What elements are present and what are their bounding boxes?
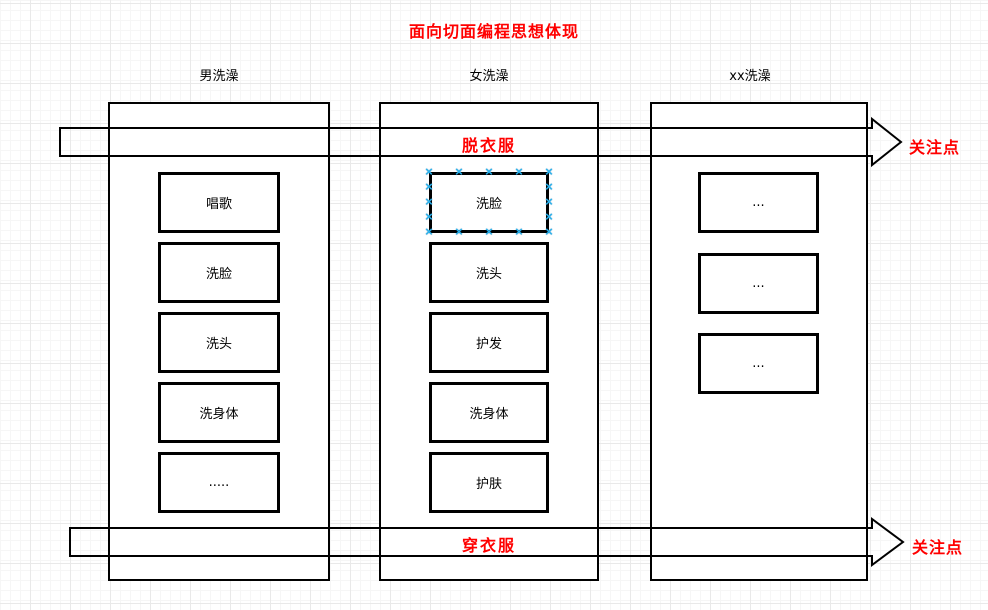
page-title: 面向切面编程思想体现 bbox=[408, 22, 579, 41]
selection-handle[interactable]: × bbox=[424, 180, 434, 193]
selection-handle[interactable]: × bbox=[544, 180, 554, 193]
selection-handle[interactable]: × bbox=[544, 210, 554, 223]
step-box[interactable]: 洗身体 bbox=[429, 382, 549, 443]
selection-handle[interactable]: × bbox=[544, 195, 554, 208]
step-box[interactable]: ..... bbox=[158, 452, 280, 513]
selection-handle[interactable]: × bbox=[454, 225, 464, 238]
selection-handle[interactable]: × bbox=[544, 225, 554, 238]
step-box[interactable]: 洗身体 bbox=[158, 382, 280, 443]
selection-handle[interactable]: × bbox=[424, 225, 434, 238]
bottom-concern-label[interactable]: 关注点 bbox=[912, 538, 964, 557]
top-arrow-label[interactable]: 脱衣服 bbox=[461, 136, 516, 155]
selection-handle[interactable]: × bbox=[544, 165, 554, 178]
step-box[interactable]: 唱歌 bbox=[158, 172, 280, 233]
column-header-women: 女洗澡 bbox=[469, 69, 509, 84]
selection-handle[interactable]: × bbox=[454, 165, 464, 178]
step-box[interactable]: 护发 bbox=[429, 312, 549, 373]
step-box-selected[interactable]: 洗脸 bbox=[429, 172, 549, 233]
top-concern-label[interactable]: 关注点 bbox=[909, 138, 961, 157]
selection-handle[interactable]: × bbox=[514, 165, 524, 178]
column-header-men: 男洗澡 bbox=[199, 69, 239, 84]
selection-handle[interactable]: × bbox=[424, 195, 434, 208]
step-box[interactable]: 洗头 bbox=[158, 312, 280, 373]
step-box[interactable]: ... bbox=[698, 253, 819, 314]
selection-handle[interactable]: × bbox=[484, 165, 494, 178]
selection-handle[interactable]: × bbox=[514, 225, 524, 238]
step-box[interactable]: 洗脸 bbox=[158, 242, 280, 303]
selection-handle[interactable]: × bbox=[484, 225, 494, 238]
step-box[interactable]: 洗头 bbox=[429, 242, 549, 303]
step-box[interactable]: ... bbox=[698, 172, 819, 233]
selection-handle[interactable]: × bbox=[424, 165, 434, 178]
step-box[interactable]: ... bbox=[698, 333, 819, 394]
column-header-xx: xx洗澡 bbox=[729, 69, 771, 84]
bottom-arrow-label[interactable]: 穿衣服 bbox=[461, 536, 516, 555]
step-box[interactable]: 护肤 bbox=[429, 452, 549, 513]
selection-handle[interactable]: × bbox=[424, 210, 434, 223]
